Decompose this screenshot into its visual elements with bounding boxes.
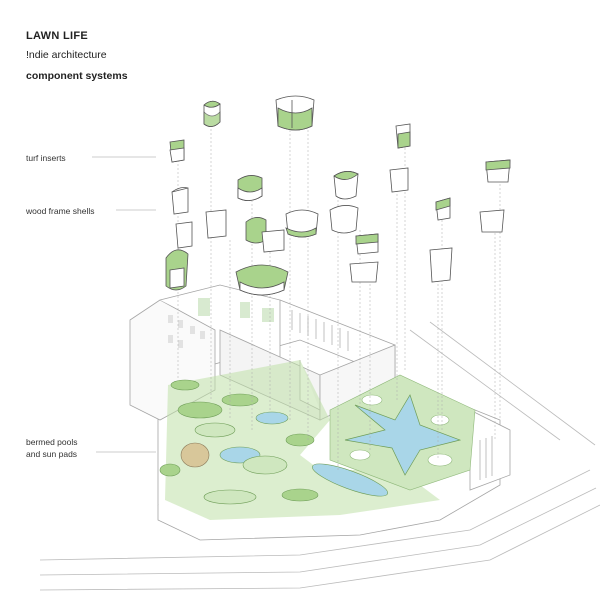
label-wood-frame-shells: wood frame shells bbox=[26, 206, 95, 216]
street-lines bbox=[39, 321, 600, 591]
page-subtitle: !ndie architecture bbox=[26, 49, 107, 61]
building-windows bbox=[168, 315, 205, 348]
turf-insert-2 bbox=[275, 95, 315, 131]
leader-lines bbox=[92, 156, 156, 453]
turf-insert-8 bbox=[165, 249, 189, 291]
section-heading: component systems bbox=[26, 70, 128, 82]
turf-insert-7 bbox=[435, 197, 451, 221]
wood-shell-7 bbox=[349, 261, 379, 283]
label-bermed-pools-2: and sun pads bbox=[26, 449, 78, 459]
wood-shell-9 bbox=[261, 229, 285, 253]
turf-insert-6 bbox=[485, 159, 511, 183]
turf-insert-3 bbox=[169, 139, 185, 163]
courtyard-pool bbox=[329, 374, 476, 491]
wood-shell-5 bbox=[389, 167, 409, 193]
wood-shell-2 bbox=[205, 209, 227, 239]
turf-insert-13 bbox=[285, 209, 319, 238]
ghost-building-marks bbox=[198, 298, 274, 322]
wood-shell-8 bbox=[429, 247, 453, 283]
turf-insert-11 bbox=[237, 175, 263, 201]
turf-insert-1 bbox=[203, 100, 221, 127]
label-bermed-pools-1: bermed pools bbox=[26, 437, 78, 447]
turf-insert-12 bbox=[355, 233, 379, 255]
wood-shell-4 bbox=[329, 205, 359, 234]
turf-insert-4 bbox=[395, 123, 411, 149]
turf-insert-5 bbox=[333, 171, 359, 200]
turf-insert-9 bbox=[235, 264, 289, 296]
lawn-field bbox=[159, 360, 440, 520]
wood-shell-6 bbox=[479, 209, 505, 233]
wood-shell-1 bbox=[171, 187, 189, 215]
floating-components bbox=[165, 95, 511, 296]
label-turf-inserts: turf inserts bbox=[26, 153, 66, 163]
wood-shell-3 bbox=[175, 221, 193, 249]
page-title: LAWN LIFE bbox=[26, 30, 88, 42]
